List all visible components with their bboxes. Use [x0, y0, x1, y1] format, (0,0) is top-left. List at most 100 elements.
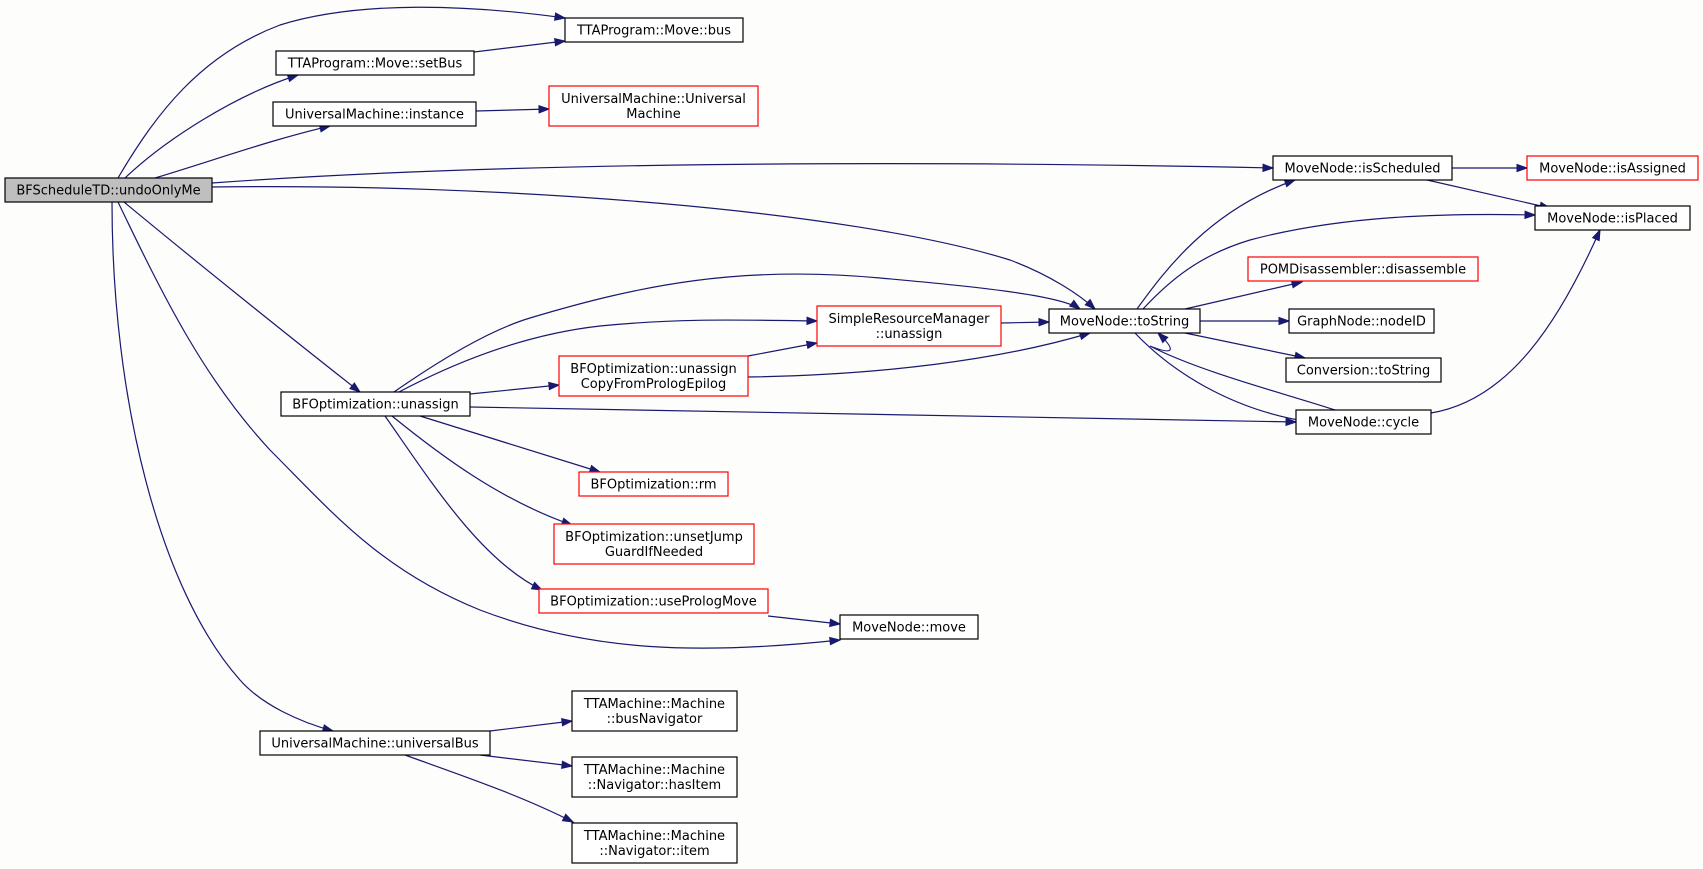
- node-box: [548, 85, 759, 127]
- edge-bfoUnassign-to-unsetJump: [391, 415, 574, 526]
- node-setBus[interactable]: TTAProgram::Move::setBus: [275, 50, 475, 76]
- node-cycle[interactable]: MoveNode::cycle: [1295, 409, 1432, 435]
- edge-cycle-to-isPlaced: [1430, 228, 1601, 414]
- edge-isScheduled-to-isAssigned: [1452, 163, 1529, 173]
- node-label: MoveNode::move: [852, 621, 966, 636]
- node-rm[interactable]: BFOptimization::rm: [578, 471, 729, 497]
- edge-line: [1142, 213, 1536, 310]
- node-label: BFScheduleTD::undoOnlyMe: [16, 184, 200, 199]
- node-label: ::busNavigator: [607, 712, 703, 727]
- edge-undoOnlyMe-to-universalBus: [111, 201, 335, 733]
- edge-arrowhead: [1038, 317, 1051, 327]
- edge-arrowhead: [554, 12, 567, 21]
- node-box: [1272, 155, 1453, 181]
- node-bfoUnassign[interactable]: BFOptimization::unassign: [280, 391, 471, 417]
- edge-undoOnlyMe-to-setBus: [124, 74, 300, 179]
- edge-arrowhead: [1262, 163, 1275, 173]
- edge-line: [469, 384, 560, 395]
- node-disassemble[interactable]: POMDisassembler::disassemble: [1247, 256, 1479, 282]
- node-nodeID[interactable]: GraphNode::nodeID: [1288, 308, 1435, 334]
- node-convToString[interactable]: Conversion::toString: [1285, 357, 1442, 383]
- node-label: ::unassign: [876, 327, 943, 342]
- node-label: Conversion::toString: [1297, 364, 1431, 379]
- edge-line: [489, 720, 573, 732]
- edge-umInstance-to-umCtor: [475, 104, 551, 114]
- edge-line: [747, 342, 818, 357]
- node-isScheduled[interactable]: MoveNode::isScheduled: [1272, 155, 1453, 181]
- edge-srmUnassign-to-toString: [1000, 317, 1051, 327]
- edge-line: [747, 332, 1091, 378]
- edge-line: [391, 415, 573, 526]
- node-box: [1285, 357, 1442, 383]
- edge-arrowhead: [1283, 179, 1297, 188]
- node-box: [578, 471, 729, 497]
- edge-bfoUnassign-to-unassignCopy: [469, 381, 561, 395]
- node-isPlaced[interactable]: MoveNode::isPlaced: [1534, 205, 1691, 231]
- node-busNavigator[interactable]: TTAMachine::Machine::busNavigator: [571, 690, 738, 732]
- edge-bfoUnassign-to-usePrologMove: [384, 415, 544, 591]
- node-label: BFOptimization::unassign: [292, 398, 458, 413]
- node-navItem[interactable]: TTAMachine::Machine::Navigator::item: [571, 822, 738, 864]
- edge-line: [124, 74, 299, 179]
- node-toString[interactable]: MoveNode::toString: [1048, 308, 1201, 334]
- node-mnMove[interactable]: MoveNode::move: [839, 614, 979, 640]
- node-label: MoveNode::toString: [1060, 315, 1189, 330]
- edge-line: [473, 40, 566, 53]
- edge-bfoUnassign-to-rm: [419, 415, 602, 473]
- node-label: BFOptimization::unsetJump: [565, 530, 743, 545]
- edge-isScheduled-to-isPlaced: [1426, 179, 1552, 210]
- node-usePrologMove[interactable]: BFOptimization::usePrologMove: [538, 588, 769, 614]
- node-umInstance[interactable]: UniversalMachine::instance: [272, 101, 477, 127]
- node-label: MoveNode::isScheduled: [1285, 162, 1441, 177]
- node-label: UniversalMachine::Universal: [561, 92, 746, 107]
- node-umCtor[interactable]: UniversalMachine::UniversalMachine: [548, 85, 759, 127]
- node-unassignCopy[interactable]: BFOptimization::unassignCopyFromPrologEp…: [558, 355, 749, 397]
- edge-arrowhead: [561, 717, 574, 727]
- node-box: [553, 523, 755, 565]
- edge-line: [404, 754, 574, 823]
- node-label: ::Navigator::hasItem: [588, 778, 721, 793]
- edge-line: [1426, 179, 1551, 209]
- edge-undoOnlyMe-to-umInstance: [154, 124, 332, 179]
- node-box: [1534, 205, 1691, 231]
- node-box: [816, 305, 1002, 347]
- node-srmUnassign[interactable]: SimpleResourceManager::unassign: [816, 305, 1002, 347]
- node-box: [272, 101, 477, 127]
- edge-arrowhead: [1068, 299, 1082, 310]
- node-hasItem[interactable]: TTAMachine::Machine::Navigator::hasItem: [571, 756, 738, 798]
- edge-arrowhead: [538, 104, 551, 114]
- edge-toString-to-convToString: [1184, 332, 1307, 361]
- edge-universalBus-to-busNavigator: [489, 717, 574, 732]
- edge-universalBus-to-hasItem: [479, 754, 574, 770]
- node-undoOnlyMe[interactable]: BFScheduleTD::undoOnlyMe: [4, 177, 213, 203]
- edge-toString-to-isPlaced: [1142, 210, 1537, 310]
- node-box: [1247, 256, 1479, 282]
- edge-unassignCopy-to-srmUnassign: [747, 340, 819, 357]
- edge-universalBus-to-navItem: [404, 754, 575, 823]
- edge-line: [1430, 229, 1601, 414]
- edge-bfoUnassign-to-toString: [393, 273, 1082, 393]
- node-label: TTAProgram::Move::bus: [576, 24, 731, 39]
- edge-arrowhead: [1285, 417, 1298, 427]
- node-isAssigned[interactable]: MoveNode::isAssigned: [1526, 155, 1699, 181]
- node-box: [275, 50, 475, 76]
- node-moveBus[interactable]: TTAProgram::Move::bus: [564, 17, 744, 43]
- node-box: [571, 756, 738, 798]
- edge-arrowhead: [561, 760, 574, 770]
- node-box: [538, 588, 769, 614]
- node-box: [571, 690, 738, 732]
- node-label: TTAMachine::Machine: [583, 697, 725, 712]
- call-edges: [111, 6, 1601, 823]
- node-label: UniversalMachine::instance: [285, 108, 464, 123]
- node-universalBus[interactable]: UniversalMachine::universalBus: [259, 730, 491, 756]
- edge-arrowhead: [1278, 316, 1291, 326]
- edge-line: [419, 415, 601, 473]
- node-box: [1048, 308, 1201, 334]
- edge-arrowhead: [554, 37, 567, 47]
- edge-undoOnlyMe-to-isScheduled: [211, 163, 1275, 184]
- node-label: MoveNode::isPlaced: [1547, 212, 1678, 227]
- edge-line: [469, 406, 1297, 423]
- edge-arrowhead: [806, 316, 819, 326]
